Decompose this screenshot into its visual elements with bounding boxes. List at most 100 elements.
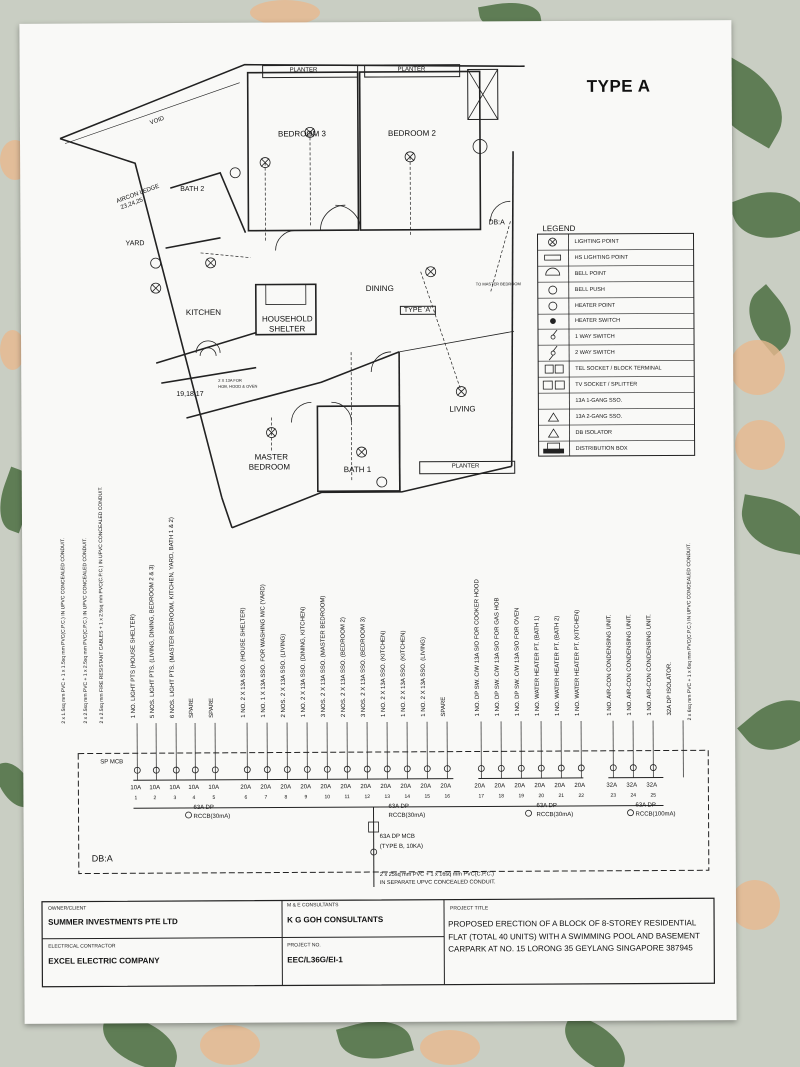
circuit-description: 2 NOS. 2 X 13A SSO. (LIVING)	[280, 633, 288, 718]
breaker-rating: 20A	[400, 783, 412, 790]
legend-lighting-point: LIGHTING POINT	[574, 238, 619, 245]
drawing-sheet: TYPE A BEDROOM 3 BEDROOM 2 PLANTER PLANT…	[19, 20, 737, 1024]
circuit-number: 3	[173, 795, 177, 802]
breaker-rating: 20A	[320, 784, 332, 791]
db-a-plan-label: DB:A	[488, 219, 505, 227]
owner-label: OWNER/CLIENT	[48, 905, 87, 912]
circuit-number: 18	[498, 793, 505, 800]
circuit-number: 10	[324, 794, 331, 801]
circuit-number: 2	[153, 795, 157, 802]
me-consultants-label: M & E CONSULTANTS	[286, 902, 339, 909]
room-master-bedroom-1: MASTER	[254, 452, 289, 462]
breaker-rating: 20A	[300, 784, 312, 791]
rccb-4-rating: 63A DP	[635, 802, 656, 809]
contractor-label: ELECTRICAL CONTRACTOR	[48, 943, 116, 950]
circuit-number: 21	[558, 793, 565, 800]
legend-1-way-switch: 1 WAY SWITCH	[575, 333, 615, 340]
breaker-rating: 32A	[606, 782, 618, 789]
circuit-number: 24	[630, 792, 637, 799]
breaker-rating: 20A	[340, 784, 352, 791]
circuit-description: 6 NOS. LIGHT PTS. (MASTER BEDROOM, KITCH…	[168, 517, 177, 719]
circuit-number: 5	[212, 794, 216, 801]
circuit-description: 1 NO. WATER HEATER PT. (BATH 2)	[554, 615, 562, 717]
circuit-number: 13	[384, 793, 391, 800]
circuit-number: 6	[244, 794, 248, 801]
circuit-description: 1 NO. LIGHT PTS (HOUSE SHELTER)	[130, 614, 138, 719]
circuit-description: 1 NO. 1 X 13A SSO. FOR WASHING M/C (YARD…	[260, 584, 268, 718]
breaker-rating: 20A	[574, 782, 586, 789]
rccb-2-type: RCCB(30mA)	[388, 812, 426, 819]
room-bath-1: BATH 1	[343, 465, 372, 475]
circuit-description: 3 NOS. 2 X 13A SSO. (BEDROOM 3)	[360, 617, 368, 718]
household-shelter-label-1: HOUSEHOLD	[261, 314, 313, 324]
circuit-number: 19	[518, 793, 525, 800]
circuit-description: 1 NO. 2 X 13A SSO. (LIVING)	[420, 637, 428, 717]
rccb-2-rating: 63A DP	[388, 803, 409, 810]
circuit-description: 1 NO. DP SW. C/W 13A S/O FOR COOKER HOOD	[474, 579, 482, 717]
legend-bell-point: BELL POINT	[574, 270, 607, 277]
room-yard: YARD	[125, 240, 145, 248]
circuit-number: 11	[344, 794, 350, 801]
breaker-rating: 20A	[554, 783, 566, 790]
drawing-linework	[41, 63, 716, 988]
breaker-rating: 20A	[380, 783, 392, 790]
circuit-number: 4	[192, 794, 196, 801]
breaker-rating: 32A	[646, 782, 658, 789]
circuit-description: 1 NO. 2 X 13A SSO. (DINING, KITCHEN)	[300, 606, 308, 718]
circuit-number: 20	[538, 793, 545, 800]
hob-note-1: 2 X 13A FOR	[218, 377, 242, 383]
sp-mcb-label: SP MCB	[100, 759, 124, 766]
rccb-1-rating: 63A DP	[193, 804, 214, 811]
rccb-3-rating: 63A DP	[536, 803, 557, 810]
breaker-rating: 10A	[169, 785, 181, 792]
circuit-number: 25	[650, 792, 657, 799]
circuit-description: 32A DP ISOLATOR.	[666, 662, 674, 716]
rccb-3-type: RCCB(30mA)	[536, 811, 574, 819]
circuit-description: 1 NO. WATER HEATER PT. (KITCHEN)	[574, 609, 582, 716]
room-living: LIVING	[449, 404, 476, 414]
circuit-number: 1	[134, 795, 138, 802]
project-title-label: PROJECT TITLE	[450, 905, 489, 912]
sheet-type-title: TYPE A	[586, 76, 651, 96]
circuit-description: 3 NOS. 2 X 13A SSO. (MASTER BEDROOM)	[320, 595, 328, 718]
main-mcb-type: (TYPE B, 10KA)	[379, 843, 424, 850]
rccb-1-type: RCCB(30mA)	[193, 813, 231, 820]
circuit-number: 9	[304, 794, 308, 801]
breaker-rating: 20A	[440, 783, 452, 790]
legend-title: LEGEND	[542, 223, 576, 234]
circuit-number: 7	[264, 794, 268, 801]
planter-label-2: PLANTER	[397, 66, 426, 73]
circuit-number: 17	[478, 793, 485, 800]
circuit-description: 1 NO. AIR-CON CONDENSING UNIT.	[646, 614, 654, 716]
project-no-value: EEC/L36G/EI-1	[287, 955, 343, 965]
breaker-rating: 32A	[626, 782, 638, 789]
circuit-number: 8	[284, 794, 288, 801]
incoming-cable-note-1: 2 x 25sq mm PVC + 1 x 16sq mm PVC(C.P.C.…	[379, 871, 494, 878]
legend-heater-switch: HEATER SWITCH	[574, 317, 621, 324]
planter-label-3: PLANTER	[451, 463, 480, 470]
circuit-description: 1 NO. DP SW. C/W 13A S/O FOR OVEN	[514, 607, 522, 717]
legend-tel-socket: TEL SOCKET / BLOCK TERMINAL	[575, 365, 662, 372]
legend-heater-point: HEATER POINT	[574, 302, 616, 309]
room-bath-2: BATH 2	[180, 185, 205, 194]
breaker-rating: 20A	[534, 783, 546, 790]
household-shelter-label-2: SHELTER	[268, 324, 306, 334]
legend-13a-2-gang: 13A 2-GANG SSO.	[575, 413, 623, 420]
to-master-bedroom-label: TO MASTER BEDROOM	[475, 281, 521, 287]
legend-13a-1-gang: 13A 1-GANG SSO.	[575, 397, 623, 404]
breaker-rating: 20A	[474, 783, 486, 790]
type-a-tag: TYPE 'A'	[399, 305, 436, 315]
circuit-description: 5 NOS. LIGHT PTS. (LIVING, DINING, BEDRO…	[149, 564, 157, 719]
circuit-number: 15	[424, 793, 431, 800]
legend-distribution-box: DISTRIBUTION BOX	[575, 445, 628, 452]
breaker-rating: 20A	[514, 783, 526, 790]
supply-note-right: 2 x 6sq mm PVC + 1 x 6sq mm PVC(C.P.C.) …	[686, 543, 694, 721]
incoming-cable-note-2: IN SEPARATE UPVC CONCEALED CONDUIT.	[379, 879, 496, 886]
circuit-description: 1 NO. AIR-CON CONDENSING UNIT.	[606, 614, 614, 716]
room-dining: DINING	[365, 283, 394, 294]
legend-hs-lighting-point: HS LIGHTING POINT	[574, 254, 629, 261]
breaker-rating: 10A	[208, 784, 220, 791]
breaker-rating: 10A	[188, 784, 200, 791]
circuit-number: 16	[444, 793, 451, 800]
circuit-description: 1 NO. DP SW. C/W 13A S/O FOR GAS HOB	[494, 597, 502, 717]
